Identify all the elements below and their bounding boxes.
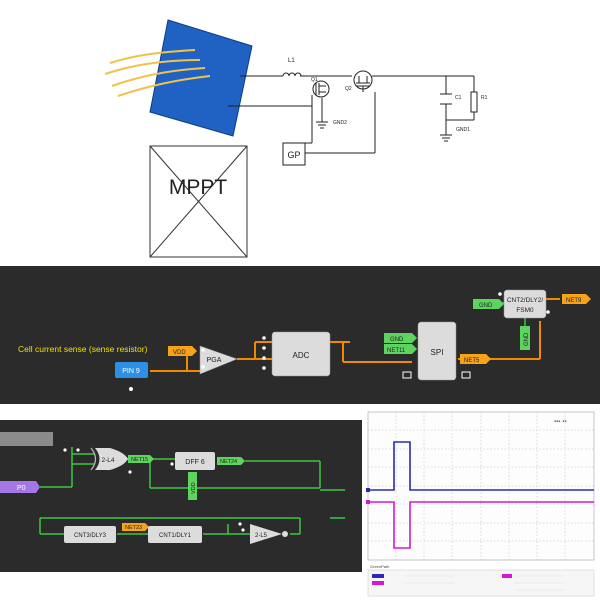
svg-text:ADC: ADC [293, 351, 310, 360]
cnt2-dly2-fsm0-block[interactable]: CNT2/DLY2/ FSM0 [503, 289, 547, 319]
scope-grid [368, 412, 594, 560]
mosfet-q2 [353, 70, 373, 92]
gnd-top-tag: GND [473, 299, 504, 309]
inductor-l1 [282, 72, 302, 77]
svg-text:PGA: PGA [207, 357, 222, 364]
svg-text:CNT3/DLY3: CNT3/DLY3 [74, 533, 107, 539]
gp-label: GP [287, 150, 300, 160]
trace-channel-magenta [368, 501, 594, 549]
current-sense-panel: Cell current sense (sense resistor) VDD … [0, 266, 600, 404]
sense-caption: Cell current sense (sense resistor) [18, 344, 148, 354]
net11-tag: NET11 [384, 344, 417, 354]
svg-text:NET11: NET11 [387, 348, 406, 354]
vdd-tag: VDD [168, 346, 197, 356]
ch2-label: GreenPath [370, 564, 389, 569]
svg-text:2-L5: 2-L5 [255, 533, 268, 539]
svg-text:NET5: NET5 [464, 358, 480, 364]
pin-9-block[interactable]: PIN 9 [115, 362, 148, 378]
resistor-r1 [470, 91, 478, 113]
svg-text:VDD: VDD [173, 350, 186, 356]
svg-text:NET23: NET23 [125, 525, 142, 531]
p0-port[interactable]: P0 [0, 481, 40, 493]
boost-schematic: L1 Q1 GND2 Q2 C1 R1 GND1 GP [104, 19, 488, 258]
cnt3-dly3-block[interactable]: CNT3/DLY3 [64, 526, 116, 543]
q1-label: Q1 [311, 77, 318, 83]
net9-tag: NET9 [562, 294, 591, 304]
mosfet-q1 [312, 80, 330, 98]
svg-text:GND: GND [479, 303, 493, 309]
svg-text:VDD: VDD [191, 482, 197, 494]
cnt1-dly1-block[interactable]: CNT1/DLY1 [148, 526, 202, 543]
pin-port [129, 387, 133, 391]
gnd-vertical-tag: GND [520, 326, 530, 350]
block-stub [0, 432, 53, 446]
scope-measurement-table [367, 569, 595, 597]
gnd1-label: GND1 [456, 127, 470, 133]
net24-tag: NET24 [217, 457, 245, 465]
solar-panel-icon [104, 19, 253, 137]
svg-text:NET15: NET15 [131, 457, 148, 463]
trace-channel-blue [368, 441, 594, 491]
adc-block[interactable]: ADC [271, 331, 331, 377]
net15-tag: NET15 [128, 455, 154, 463]
q2-label: Q2 [345, 86, 352, 92]
dff-6-block[interactable]: DFF 6 [175, 452, 215, 470]
gp-block [282, 142, 306, 166]
mppt-label: MPPT [169, 176, 228, 199]
r1-label: R1 [481, 95, 488, 101]
l1-label: L1 [288, 58, 295, 64]
net23-tag: NET23 [122, 523, 149, 531]
svg-text:P0: P0 [17, 485, 26, 492]
ground-icon [316, 121, 328, 129]
oscilloscope-capture: ▪▪▪ ▪▪ GreenPath [364, 406, 596, 598]
scope-status-text: ▪▪▪ ▪▪ [554, 419, 567, 423]
pga-block[interactable]: PGA [199, 345, 238, 375]
net5-tag: NET5 [460, 354, 491, 364]
svg-text:SPI: SPI [431, 348, 444, 357]
inverter-2-l5[interactable]: 2-L5 [250, 524, 288, 544]
svg-text:FSM0: FSM0 [516, 307, 534, 314]
svg-text:CNT2/DLY2/: CNT2/DLY2/ [507, 297, 544, 304]
capacitor-c1 [440, 93, 452, 105]
svg-text:2-L4: 2-L4 [101, 457, 114, 464]
c1-label: C1 [455, 95, 462, 101]
vdd-vertical-tag: VDD [188, 472, 197, 500]
logic-panel: P0 2-L4 NET15 DFF 6 NET24 VDD CNT3/DLY3 … [0, 420, 362, 572]
ground-icon [440, 134, 452, 142]
svg-text:NET9: NET9 [566, 298, 582, 304]
svg-text:NET24: NET24 [220, 459, 237, 465]
spi-block[interactable]: SPI [417, 321, 457, 381]
gnd2-label: GND2 [333, 120, 347, 126]
svg-text:GND: GND [524, 332, 530, 346]
svg-text:DFF 6: DFF 6 [185, 459, 205, 466]
svg-text:PIN 9: PIN 9 [122, 368, 140, 375]
svg-text:CNT1/DLY1: CNT1/DLY1 [159, 533, 192, 539]
gnd-tag: GND [384, 333, 417, 343]
svg-text:GND: GND [390, 337, 404, 343]
xor-gate-2-l4[interactable]: 2-L4 [90, 447, 128, 471]
mppt-placeholder [149, 145, 248, 258]
